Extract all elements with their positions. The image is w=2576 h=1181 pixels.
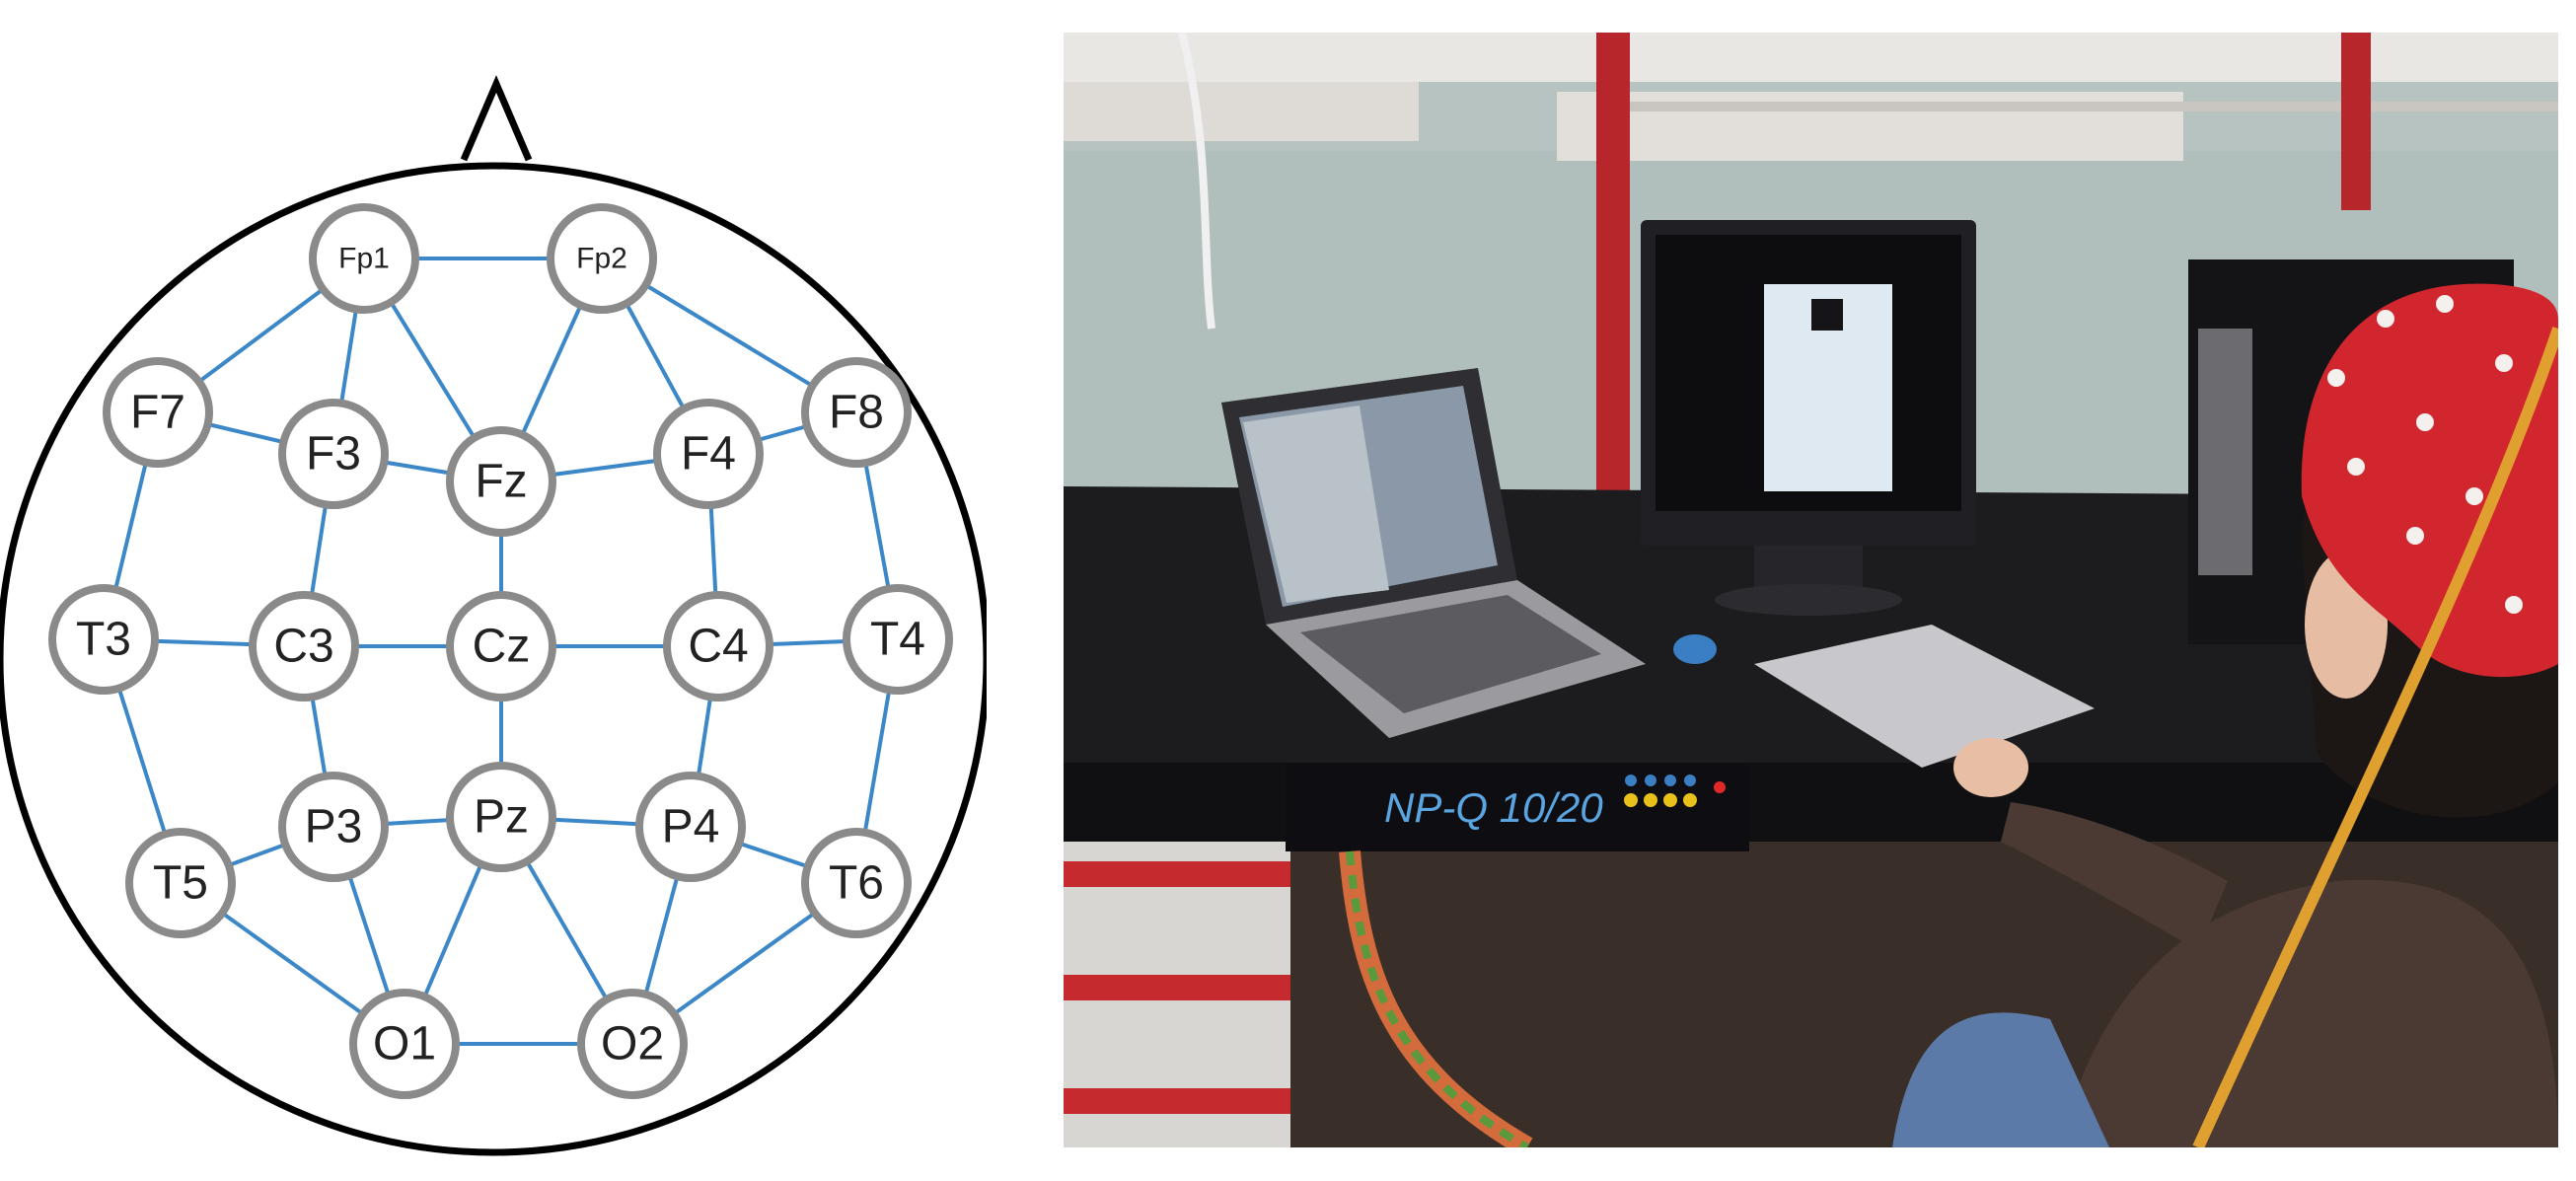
nose-marker (460, 75, 533, 162)
response-pad (1754, 625, 2095, 768)
electrode-label: C3 (273, 621, 333, 673)
head-circle (0, 162, 987, 1156)
electrode-circle (103, 357, 213, 468)
laptop-screen-content (1243, 406, 1389, 603)
drawer-stripe-2 (1064, 975, 1290, 1000)
electrode-label: F8 (829, 387, 884, 439)
participant-arm (2001, 802, 2228, 950)
drawer-stripe-3 (1064, 1088, 1290, 1114)
power-cord (1178, 33, 1215, 330)
electrode-pz: Pz (446, 762, 556, 872)
electrode-f7: F7 (103, 357, 213, 468)
eeg-experiment-photo: NP-Q 10/20 (1064, 33, 2558, 1147)
electrode-label: F3 (306, 428, 361, 480)
electrode-circle (663, 591, 773, 701)
monitor-stimulus-square (1811, 299, 1843, 331)
eeg-cap-electrodes (2327, 295, 2523, 614)
electrode-label: F4 (681, 428, 736, 480)
drawer-stripe-1 (1064, 861, 1290, 887)
electrode-fp1: Fp1 (309, 203, 419, 314)
electrode-f4: F4 (653, 399, 764, 509)
electrode-t5: T5 (125, 828, 236, 938)
electrode-label: Cz (473, 621, 531, 673)
electrode-label: C4 (688, 621, 748, 673)
electrode-f3: F3 (278, 399, 389, 509)
electrode-circle (446, 762, 556, 872)
electrode-t6: T6 (801, 828, 912, 938)
electrode-label: Fp2 (576, 243, 627, 275)
electrode-label: P3 (305, 801, 363, 853)
electrode-circle (843, 584, 953, 695)
red-post-right (2341, 33, 2371, 210)
electrode-label: P4 (662, 801, 720, 853)
electrode-label: O1 (373, 1018, 436, 1070)
tower-vent (2198, 329, 2252, 575)
electrode-circle (801, 357, 912, 468)
participant-body (2060, 879, 2558, 1147)
electrode-c4: C4 (663, 591, 773, 701)
electrode-circle (278, 399, 389, 509)
electrode-o1: O1 (349, 989, 460, 1099)
monitor-base (1715, 584, 1902, 616)
electrode-cz: Cz (446, 591, 556, 701)
ribbon-cable-bands (1346, 850, 1529, 1147)
electrode-label: T5 (153, 857, 208, 910)
electrode-cable (2192, 327, 2558, 1147)
laptop-keyboard (1300, 595, 1601, 713)
shelf-rail (1596, 102, 2558, 111)
electrode-circle (125, 828, 236, 938)
participant-hand (1953, 738, 2028, 797)
electrode-label: Fp1 (338, 243, 390, 275)
electrode-label: T4 (870, 614, 925, 666)
eeg-cap (2301, 283, 2558, 678)
electrode-fz: Fz (446, 426, 556, 537)
electrode-circle (801, 828, 912, 938)
electrode-circle (635, 772, 746, 882)
amplifier-label: NP-Q 10/20 (1384, 784, 1603, 831)
electrode-label: Pz (474, 791, 529, 844)
electrode-circle (547, 203, 657, 314)
shelf (1064, 33, 2558, 82)
red-post-left (1596, 33, 1630, 506)
electrode-label: Fz (475, 456, 527, 508)
electrode-p3: P3 (278, 772, 389, 882)
electrode-circle (653, 399, 764, 509)
electrode-circle (48, 584, 159, 695)
electrode-label: F7 (130, 387, 185, 439)
head-outline (0, 75, 987, 1156)
electrode-circle (446, 591, 556, 701)
participant-leg (1892, 1012, 2109, 1147)
mouse (1673, 634, 1717, 664)
electrode-circle (278, 772, 389, 882)
electrode-f8: F8 (801, 357, 912, 468)
electrode-fp2: Fp2 (547, 203, 657, 314)
electrode-circle (446, 426, 556, 537)
electrode-t4: T4 (843, 584, 953, 695)
electrode-o2: O2 (577, 989, 688, 1099)
electrode-label: T6 (829, 857, 884, 910)
shelf-lip (1064, 82, 1419, 141)
electrode-label: O2 (601, 1018, 664, 1070)
electrode-label: T3 (76, 614, 131, 666)
electrode-c3: C3 (249, 591, 359, 701)
electrode-p4: P4 (635, 772, 746, 882)
electrode-circle (577, 989, 688, 1099)
electrode-circle (309, 203, 419, 314)
electrode-t3: T3 (48, 584, 159, 695)
electrode-circle (349, 989, 460, 1099)
electrode-circle (249, 591, 359, 701)
amplifier-connectors (1624, 775, 1726, 807)
